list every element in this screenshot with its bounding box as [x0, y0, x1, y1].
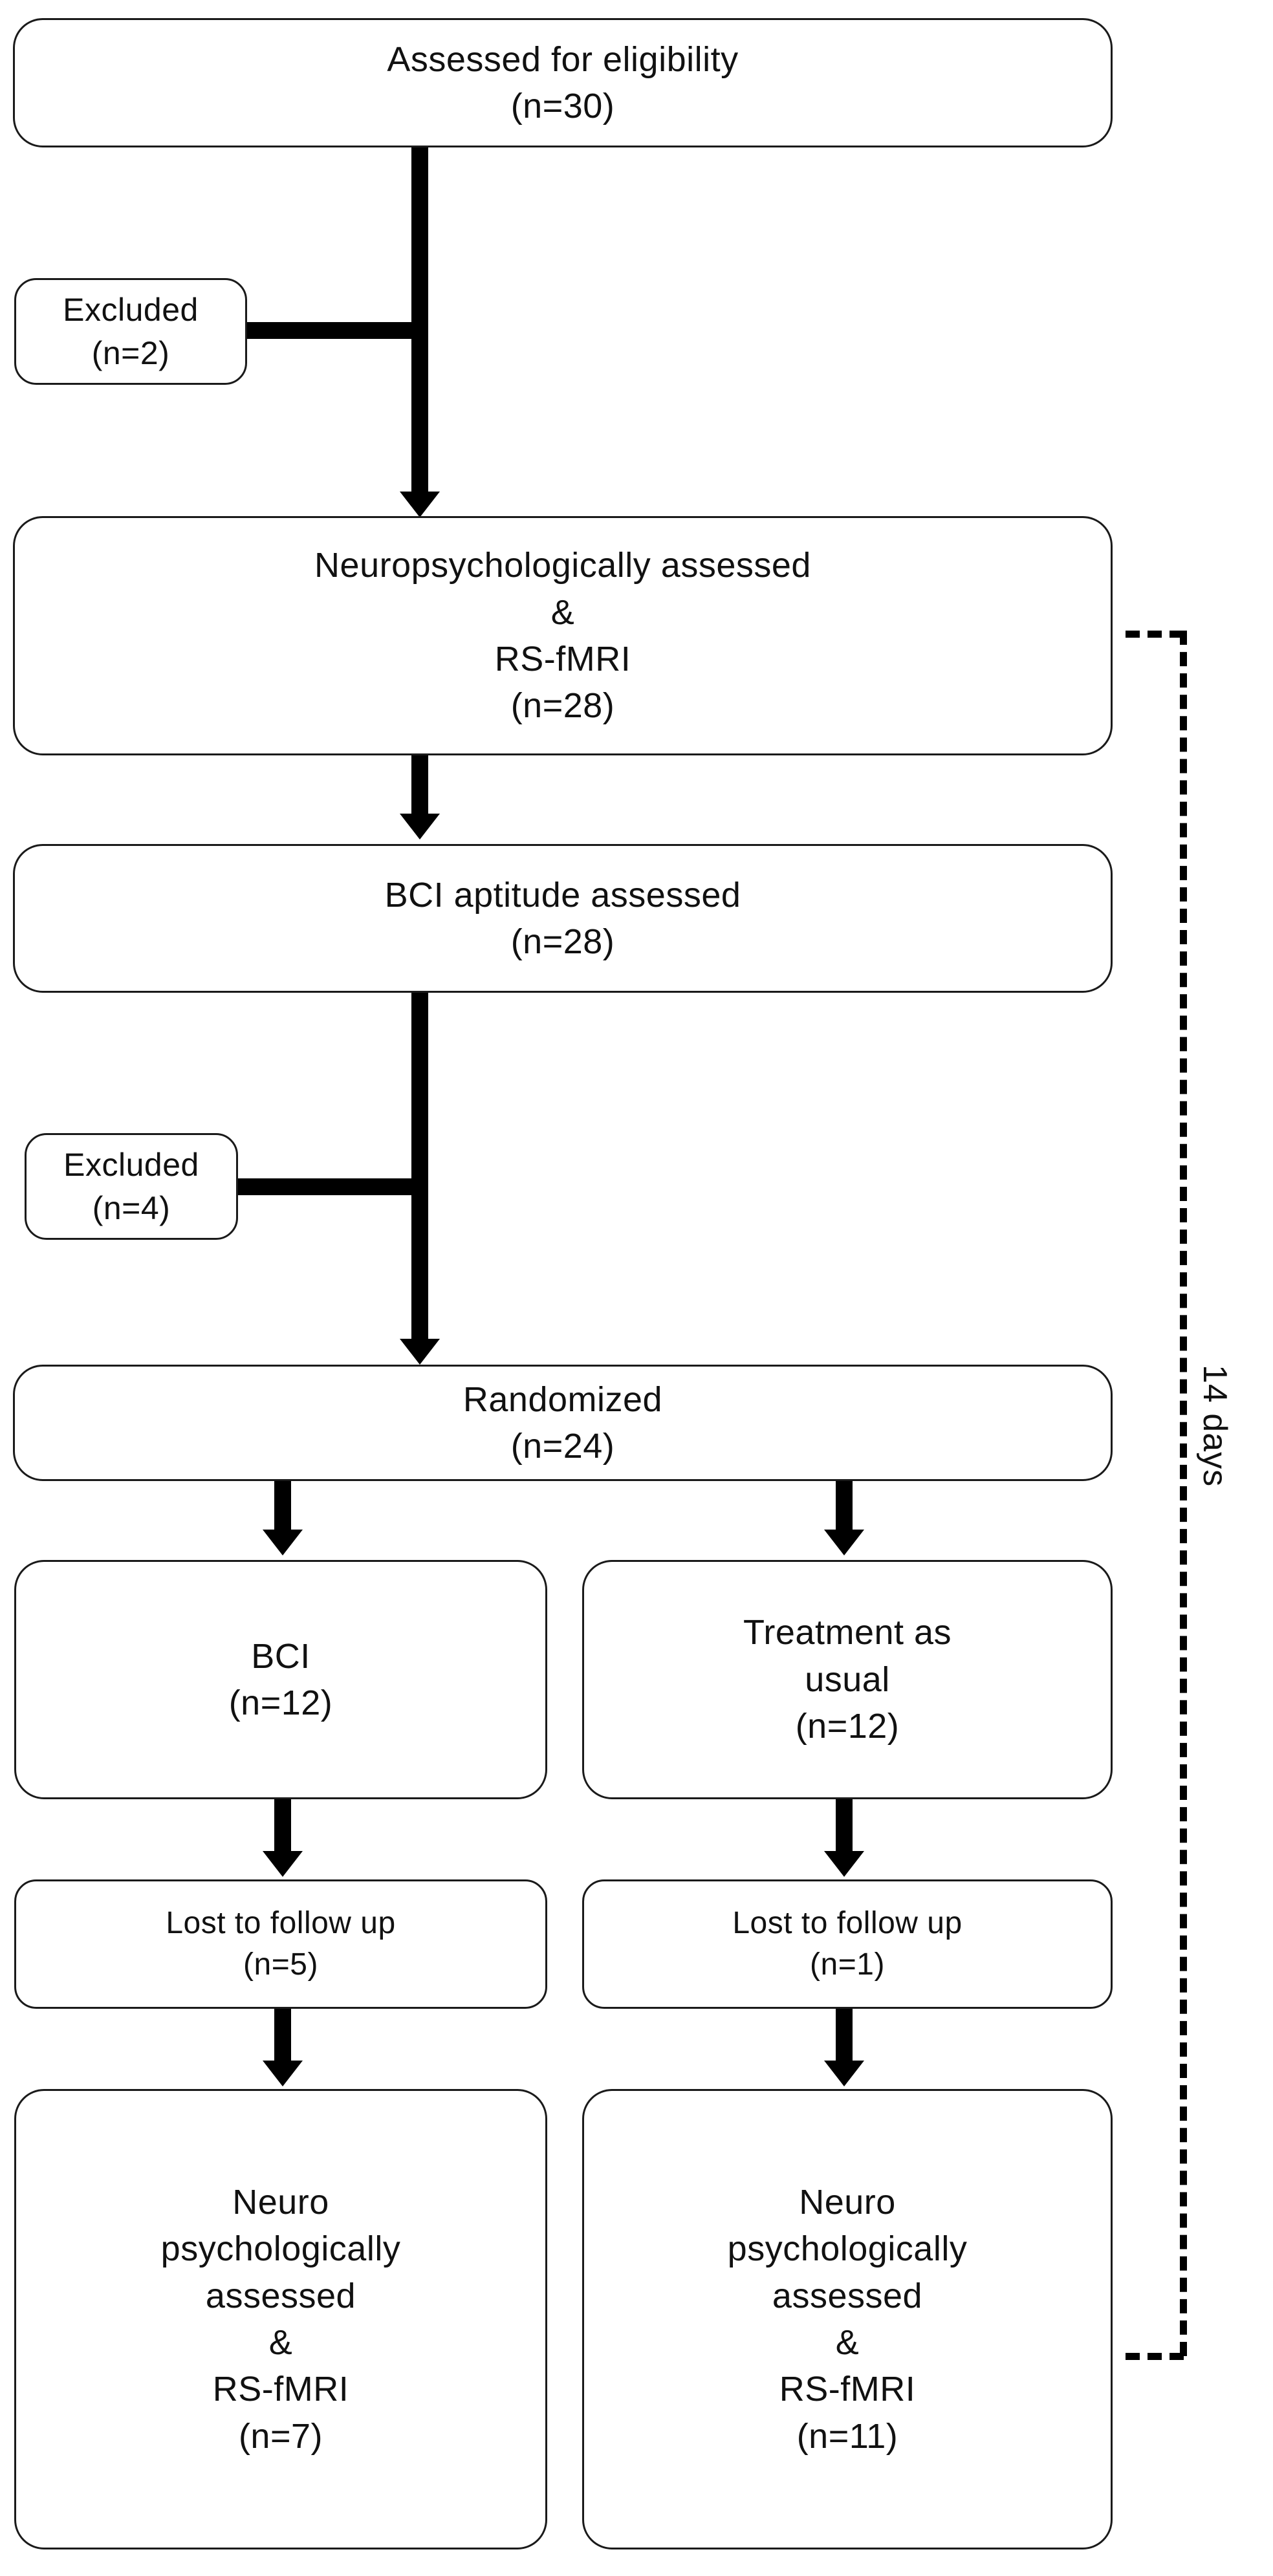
arrowhead-aptitude-to-randomized [400, 1339, 440, 1365]
arrowhead-randomized-to-tau [824, 1530, 864, 1555]
node-label: Excluded (n=2) [63, 291, 199, 371]
node-label: Lost to follow up (n=1) [732, 1905, 963, 1982]
node-neuro-baseline: Neuropsychologically assessed & RS-fMRI … [13, 516, 1113, 755]
node-excluded-1: Excluded (n=2) [14, 278, 247, 385]
node-label: Randomized (n=24) [462, 1380, 663, 1466]
arrowhead-bci-to-lost [263, 1851, 303, 1877]
node-arm-treatment-as-usual: Treatment as usual (n=12) [582, 1560, 1113, 1799]
node-label: Assessed for eligibility (n=30) [387, 39, 739, 125]
node-label: Neuro psychologically assessed & RS-fMRI… [160, 2182, 401, 2456]
node-arm-bci: BCI (n=12) [14, 1560, 547, 1799]
node-assessed-for-eligibility: Assessed for eligibility (n=30) [13, 18, 1113, 147]
dashed-connector-bottom-stub [1126, 2353, 1184, 2360]
connector-tau-to-lost [836, 1799, 853, 1861]
connector-aptitude-to-randomized [411, 993, 428, 1352]
node-followup-bci: Neuro psychologically assessed & RS-fMRI… [14, 2089, 547, 2549]
connector-lostbci-to-followup [274, 2009, 291, 2070]
arrowhead-assessed-to-neuro [400, 492, 440, 517]
connector-losttau-to-followup [836, 2009, 853, 2070]
connector-bci-to-lost [274, 1799, 291, 1861]
node-label: Neuropsychologically assessed & RS-fMRI … [314, 546, 811, 726]
node-followup-tau: Neuro psychologically assessed & RS-fMRI… [582, 2089, 1113, 2549]
node-label: BCI (n=12) [228, 1636, 333, 1722]
node-excluded-2: Excluded (n=4) [25, 1133, 238, 1240]
dashed-connector-vertical [1180, 631, 1187, 2356]
arrowhead-lostbci-to-followup [263, 2061, 303, 2086]
arrowhead-tau-to-lost [824, 1851, 864, 1877]
node-label: BCI aptitude assessed (n=28) [384, 875, 741, 961]
arrowhead-randomized-to-bci [263, 1530, 303, 1555]
node-label: Lost to follow up (n=5) [166, 1905, 396, 1982]
node-label: Treatment as usual (n=12) [743, 1613, 952, 1746]
arrowhead-losttau-to-followup [824, 2061, 864, 2086]
dashed-connector-top-stub [1126, 631, 1184, 638]
node-lost-to-follow-up-bci: Lost to follow up (n=5) [14, 1879, 547, 2009]
node-label: Neuro psychologically assessed & RS-fMRI… [727, 2182, 968, 2456]
node-label: Excluded (n=4) [63, 1146, 199, 1226]
connector-neuro-to-aptitude [411, 755, 428, 823]
arrowhead-neuro-to-aptitude [400, 814, 440, 839]
side-duration-label: 14 days [1196, 1365, 1234, 1488]
node-randomized: Randomized (n=24) [13, 1365, 1113, 1481]
node-lost-to-follow-up-tau: Lost to follow up (n=1) [582, 1879, 1113, 2009]
node-bci-aptitude: BCI aptitude assessed (n=28) [13, 844, 1113, 993]
